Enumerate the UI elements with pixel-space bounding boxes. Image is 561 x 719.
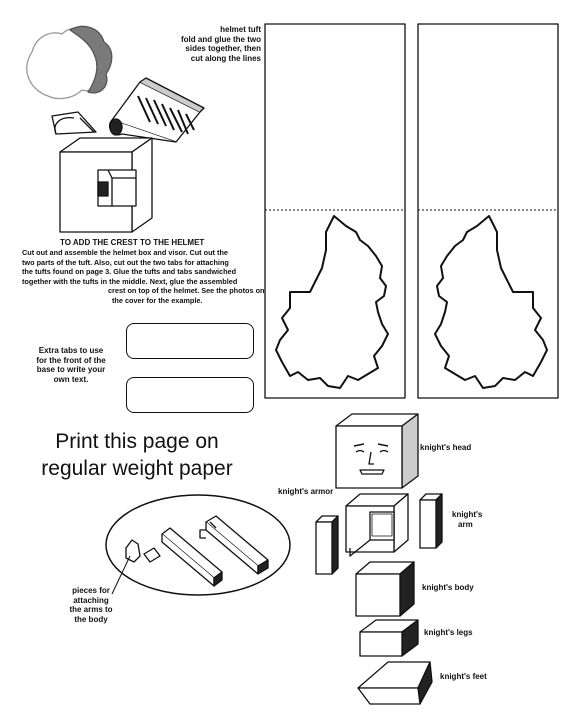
label-knights-feet: knight's feet [440, 672, 487, 681]
knight-armor-illustration [345, 493, 409, 557]
extra-tab-bottom [126, 377, 254, 413]
knight-head-illustration [335, 413, 419, 489]
label-knights-armor: knight's armor [278, 487, 334, 496]
crest-instructions-body: Cut out and assemble the helmet box and … [22, 248, 265, 305]
helmet-tuft-title: helmet tuft [220, 25, 261, 34]
print-instruction: Print this page on regular weight paper [41, 430, 233, 480]
extra-tabs-note: Extra tabs to use for the front of the b… [36, 346, 106, 384]
helmet-box-illustration [59, 137, 153, 233]
knight-legs-illustration [359, 619, 419, 657]
tuft-template-left [264, 23, 406, 399]
crest-instructions-heading: TO ADD THE CREST TO THE HELMET [60, 238, 205, 247]
label-knights-head: knight's head [420, 443, 472, 452]
attach-pieces-note: pieces for attaching the arms to the bod… [69, 586, 113, 624]
knight-body-illustration [355, 561, 415, 617]
tuft-wedge-illustration [108, 77, 205, 143]
label-knights-body: knight's body [422, 583, 474, 592]
plume-illustration [26, 25, 113, 135]
knight-feet-illustration [357, 661, 433, 705]
tuft-template-right [417, 23, 559, 399]
label-knights-legs: knight's legs [424, 628, 473, 637]
helmet-tuft-instructions: helmet tuft fold and glue the two sides … [150, 25, 261, 63]
extra-tab-top [126, 323, 254, 359]
knight-right-arm-illustration [419, 493, 443, 549]
arm-pieces-oval [105, 494, 291, 596]
knight-left-arm-illustration [315, 515, 339, 575]
label-knights-arm: knight's arm [452, 510, 483, 529]
